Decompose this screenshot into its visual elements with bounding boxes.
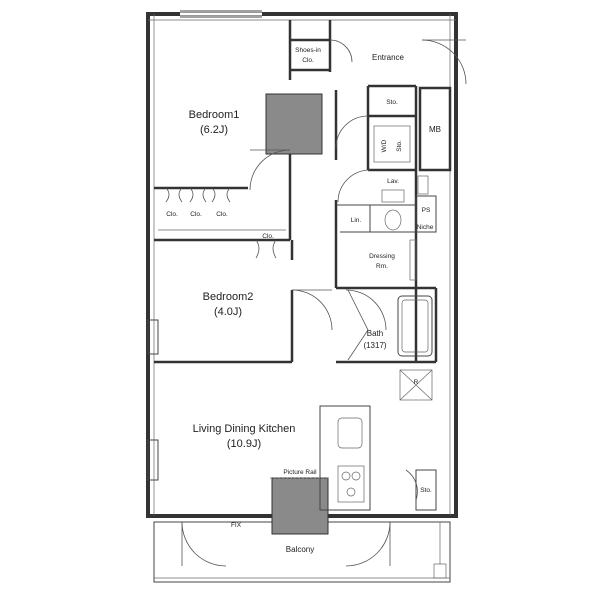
closet-label-4: Clo. (262, 233, 274, 240)
fixtures (147, 125, 437, 511)
bedroom2-size: (4.0J) (214, 306, 242, 318)
ldk-label: Living Dining Kitchen (193, 423, 296, 435)
shaft-balcony (271, 477, 329, 535)
bedroom1-label: Bedroom1 (189, 109, 240, 121)
closet-label-2: Clo. (190, 211, 202, 218)
storage-wd-label: Sto. (396, 140, 403, 152)
room-labels: Bedroom1 (6.2J) Bedroom2 (4.0J) Living D… (166, 47, 441, 554)
entrance-label: Entrance (372, 53, 405, 62)
dressing-label: Dressing (369, 253, 395, 260)
bath-size: (1317) (363, 341, 386, 350)
closet-label-3: Clo. (216, 211, 228, 218)
bedroom1-size: (6.2J) (200, 124, 228, 136)
shoes-in-closet-label: Shoes-in (295, 47, 321, 54)
ps-label: PS (422, 207, 431, 214)
doors (165, 39, 467, 501)
closet-label-1: Clo. (166, 211, 178, 218)
ldk-size: (10.9J) (227, 438, 261, 450)
wd-label: W/D (381, 139, 388, 152)
niche-label: Niche (417, 224, 434, 231)
shoes-in-closet-label-2: Clo. (302, 57, 314, 64)
picture-rail-label: Picture Rail (283, 469, 317, 476)
linen-label: Lin. (351, 217, 362, 224)
fix-label: FIX (231, 522, 242, 529)
dressing-label-2: Rm. (376, 263, 388, 270)
mb-label: MB (429, 125, 441, 134)
lav-label: Lav. (387, 178, 399, 185)
bath-label: Bath (367, 329, 383, 338)
storage-ldk-label: Sto. (420, 487, 432, 494)
storage-entrance-label: Sto. (386, 99, 398, 106)
interior-walls (154, 20, 452, 518)
shaft-bedroom1 (265, 93, 323, 155)
balcony-label: Balcony (286, 545, 314, 554)
bedroom2-label: Bedroom2 (203, 291, 254, 303)
refrigerator-label: R (414, 379, 419, 386)
balcony-area (153, 521, 451, 583)
